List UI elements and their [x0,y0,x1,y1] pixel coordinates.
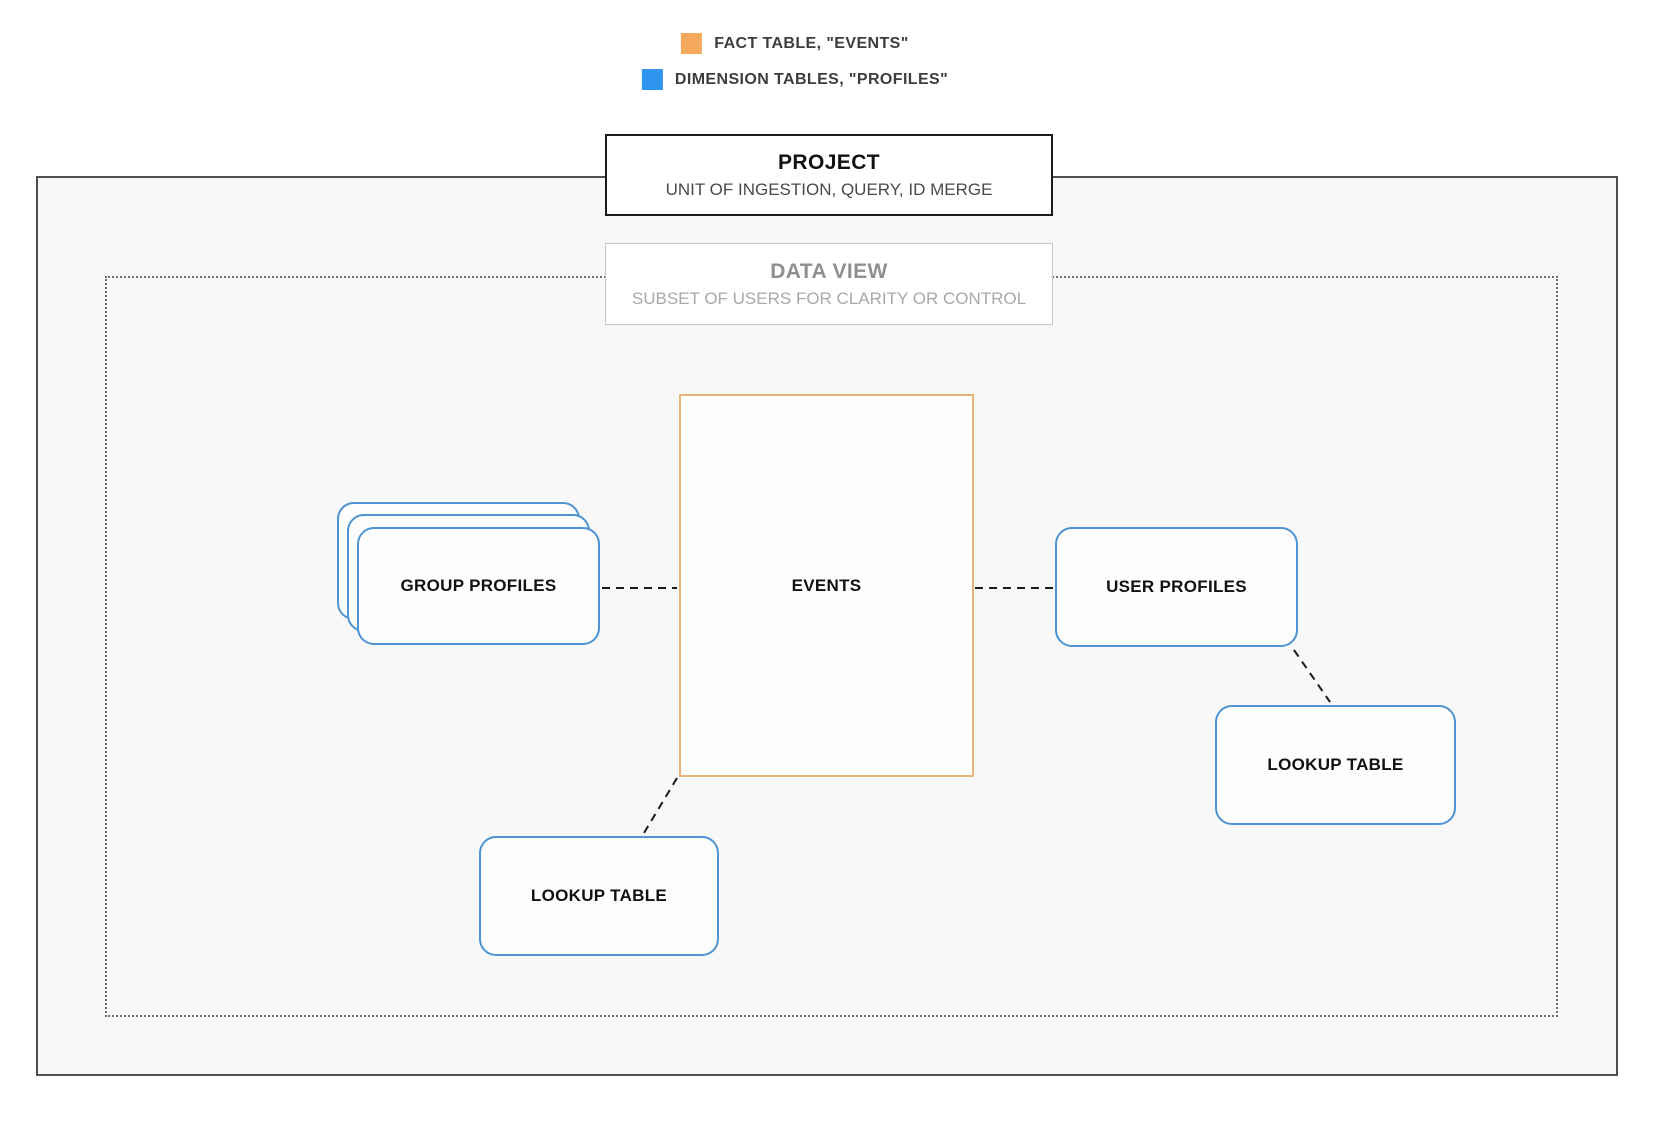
node-events: EVENTS [679,394,974,777]
node-user-profiles: USER PROFILES [1055,527,1298,647]
node-events-label: EVENTS [791,575,862,595]
data-view-subtitle: SUBSET OF USERS FOR CLARITY OR CONTROL [631,288,1027,308]
project-subtitle: UNIT OF INGESTION, QUERY, ID MERGE [665,179,993,199]
legend-item-fact-table: FACT TABLE, "EVENTS" [681,33,908,54]
node-lookup-table-left: LOOKUP TABLE [479,836,719,956]
node-user-profiles-label: USER PROFILES [1106,577,1247,596]
dimension-tables-color-swatch [641,69,663,90]
legend-item-dimension-tables: DIMENSION TABLES, "PROFILES" [641,69,949,90]
data-view-header-box: DATA VIEW SUBSET OF USERS FOR CLARITY OR… [605,243,1053,325]
node-group-profiles-label: GROUP PROFILES [400,576,557,595]
fact-table-color-swatch [681,33,703,54]
node-lookup-table-right: LOOKUP TABLE [1215,705,1456,825]
legend: FACT TABLE, "EVENTS" DIMENSION TABLES, "… [641,33,949,90]
project-header-box: PROJECT UNIT OF INGESTION, QUERY, ID MER… [605,134,1053,216]
legend-label: DIMENSION TABLES, "PROFILES" [674,70,949,88]
node-lookup-table-left-label: LOOKUP TABLE [530,886,668,905]
node-group-profiles: GROUP PROFILES [337,502,601,646]
legend-label: FACT TABLE, "EVENTS" [714,34,909,52]
project-title: PROJECT [778,150,880,174]
node-lookup-table-right-label: LOOKUP TABLE [1267,755,1404,774]
data-view-title: DATA VIEW [770,259,888,283]
group-profiles-stack-card-front: GROUP PROFILES [357,527,600,645]
